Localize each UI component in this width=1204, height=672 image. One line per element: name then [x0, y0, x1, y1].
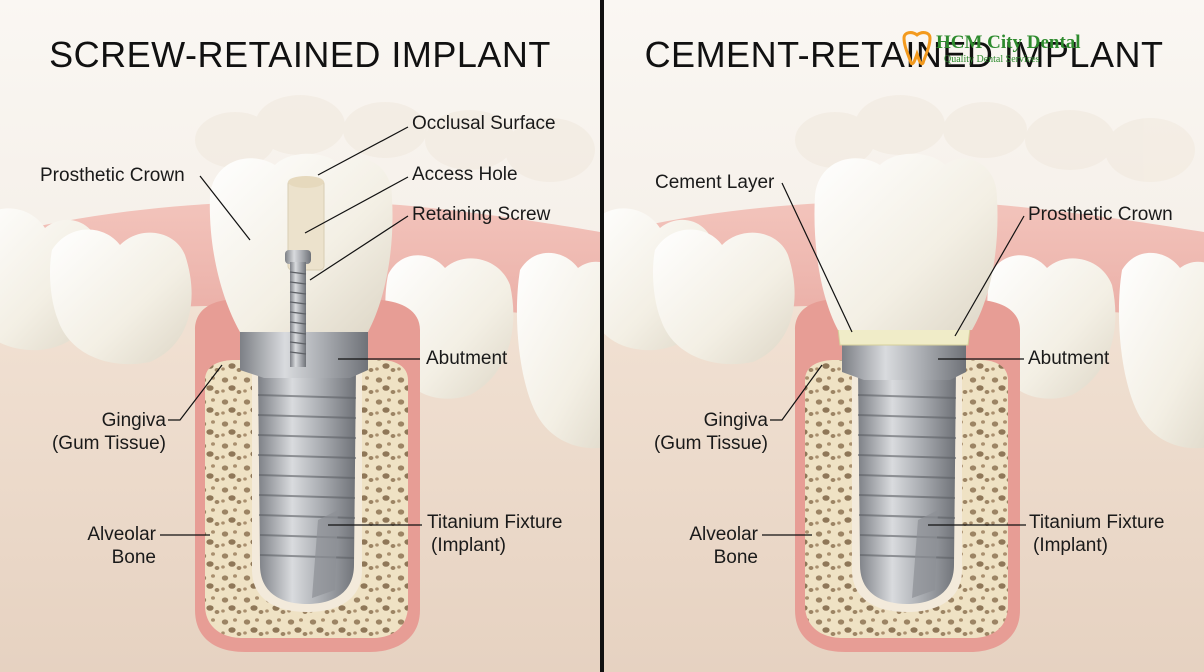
- neighbor-tooth-icon: [516, 252, 600, 449]
- label-bone: Bone: [111, 547, 156, 568]
- label-implant: (Implant): [431, 535, 506, 556]
- cement-retained-scene: [604, 0, 1204, 672]
- prosthetic-crown-shape: [814, 153, 998, 330]
- watermark-tagline: Quality Dental Services: [944, 54, 1040, 65]
- label-abutment-right: Abutment: [1028, 348, 1110, 369]
- label-gingiva-right: Gingiva: [703, 410, 768, 431]
- label-alveolar: Alveolar: [87, 524, 156, 545]
- left-panel-title: SCREW-RETAINED IMPLANT: [49, 34, 551, 75]
- label-retaining-screw: Retaining Screw: [412, 204, 551, 225]
- panel-divider: [600, 0, 604, 672]
- label-bone-right: Bone: [713, 547, 758, 568]
- label-gum-tissue: (Gum Tissue): [51, 433, 166, 454]
- titanium-fixture-shape: [257, 368, 357, 604]
- label-gum-tissue-right: (Gum Tissue): [653, 433, 768, 454]
- label-abutment: Abutment: [426, 348, 508, 369]
- screw-retained-scene: [0, 0, 600, 672]
- label-occlusal-surface: Occlusal Surface: [412, 113, 556, 134]
- abutment-shape: [842, 340, 966, 380]
- titanium-fixture-shape: [857, 368, 957, 604]
- label-gingiva: Gingiva: [101, 410, 166, 431]
- neighbor-tooth-icon: [50, 229, 192, 365]
- right-leader-lines: [762, 182, 1026, 536]
- retaining-screw-shape: [285, 250, 311, 367]
- label-cement-layer: Cement Layer: [655, 172, 775, 193]
- watermark-logo: HCM City Dental Quality Dental Services: [900, 30, 1100, 70]
- left-leader-lines: [160, 126, 422, 536]
- label-prosthetic-crown-right: Prosthetic Crown: [1028, 204, 1173, 225]
- watermark-name: HCM City Dental: [936, 32, 1081, 53]
- neighbor-tooth-icon: [653, 229, 795, 365]
- label-implant-right: (Implant): [1033, 535, 1108, 556]
- tooth-logo-icon: [902, 31, 932, 66]
- label-prosthetic-crown: Prosthetic Crown: [40, 165, 185, 186]
- label-titanium-fixture: Titanium Fixture: [427, 512, 563, 533]
- label-titanium-fixture-right: Titanium Fixture: [1029, 512, 1165, 533]
- label-alveolar-right: Alveolar: [689, 524, 758, 545]
- cement-layer-shape: [837, 327, 971, 346]
- label-access-hole: Access Hole: [412, 164, 518, 185]
- neighbor-tooth-icon: [1118, 252, 1204, 449]
